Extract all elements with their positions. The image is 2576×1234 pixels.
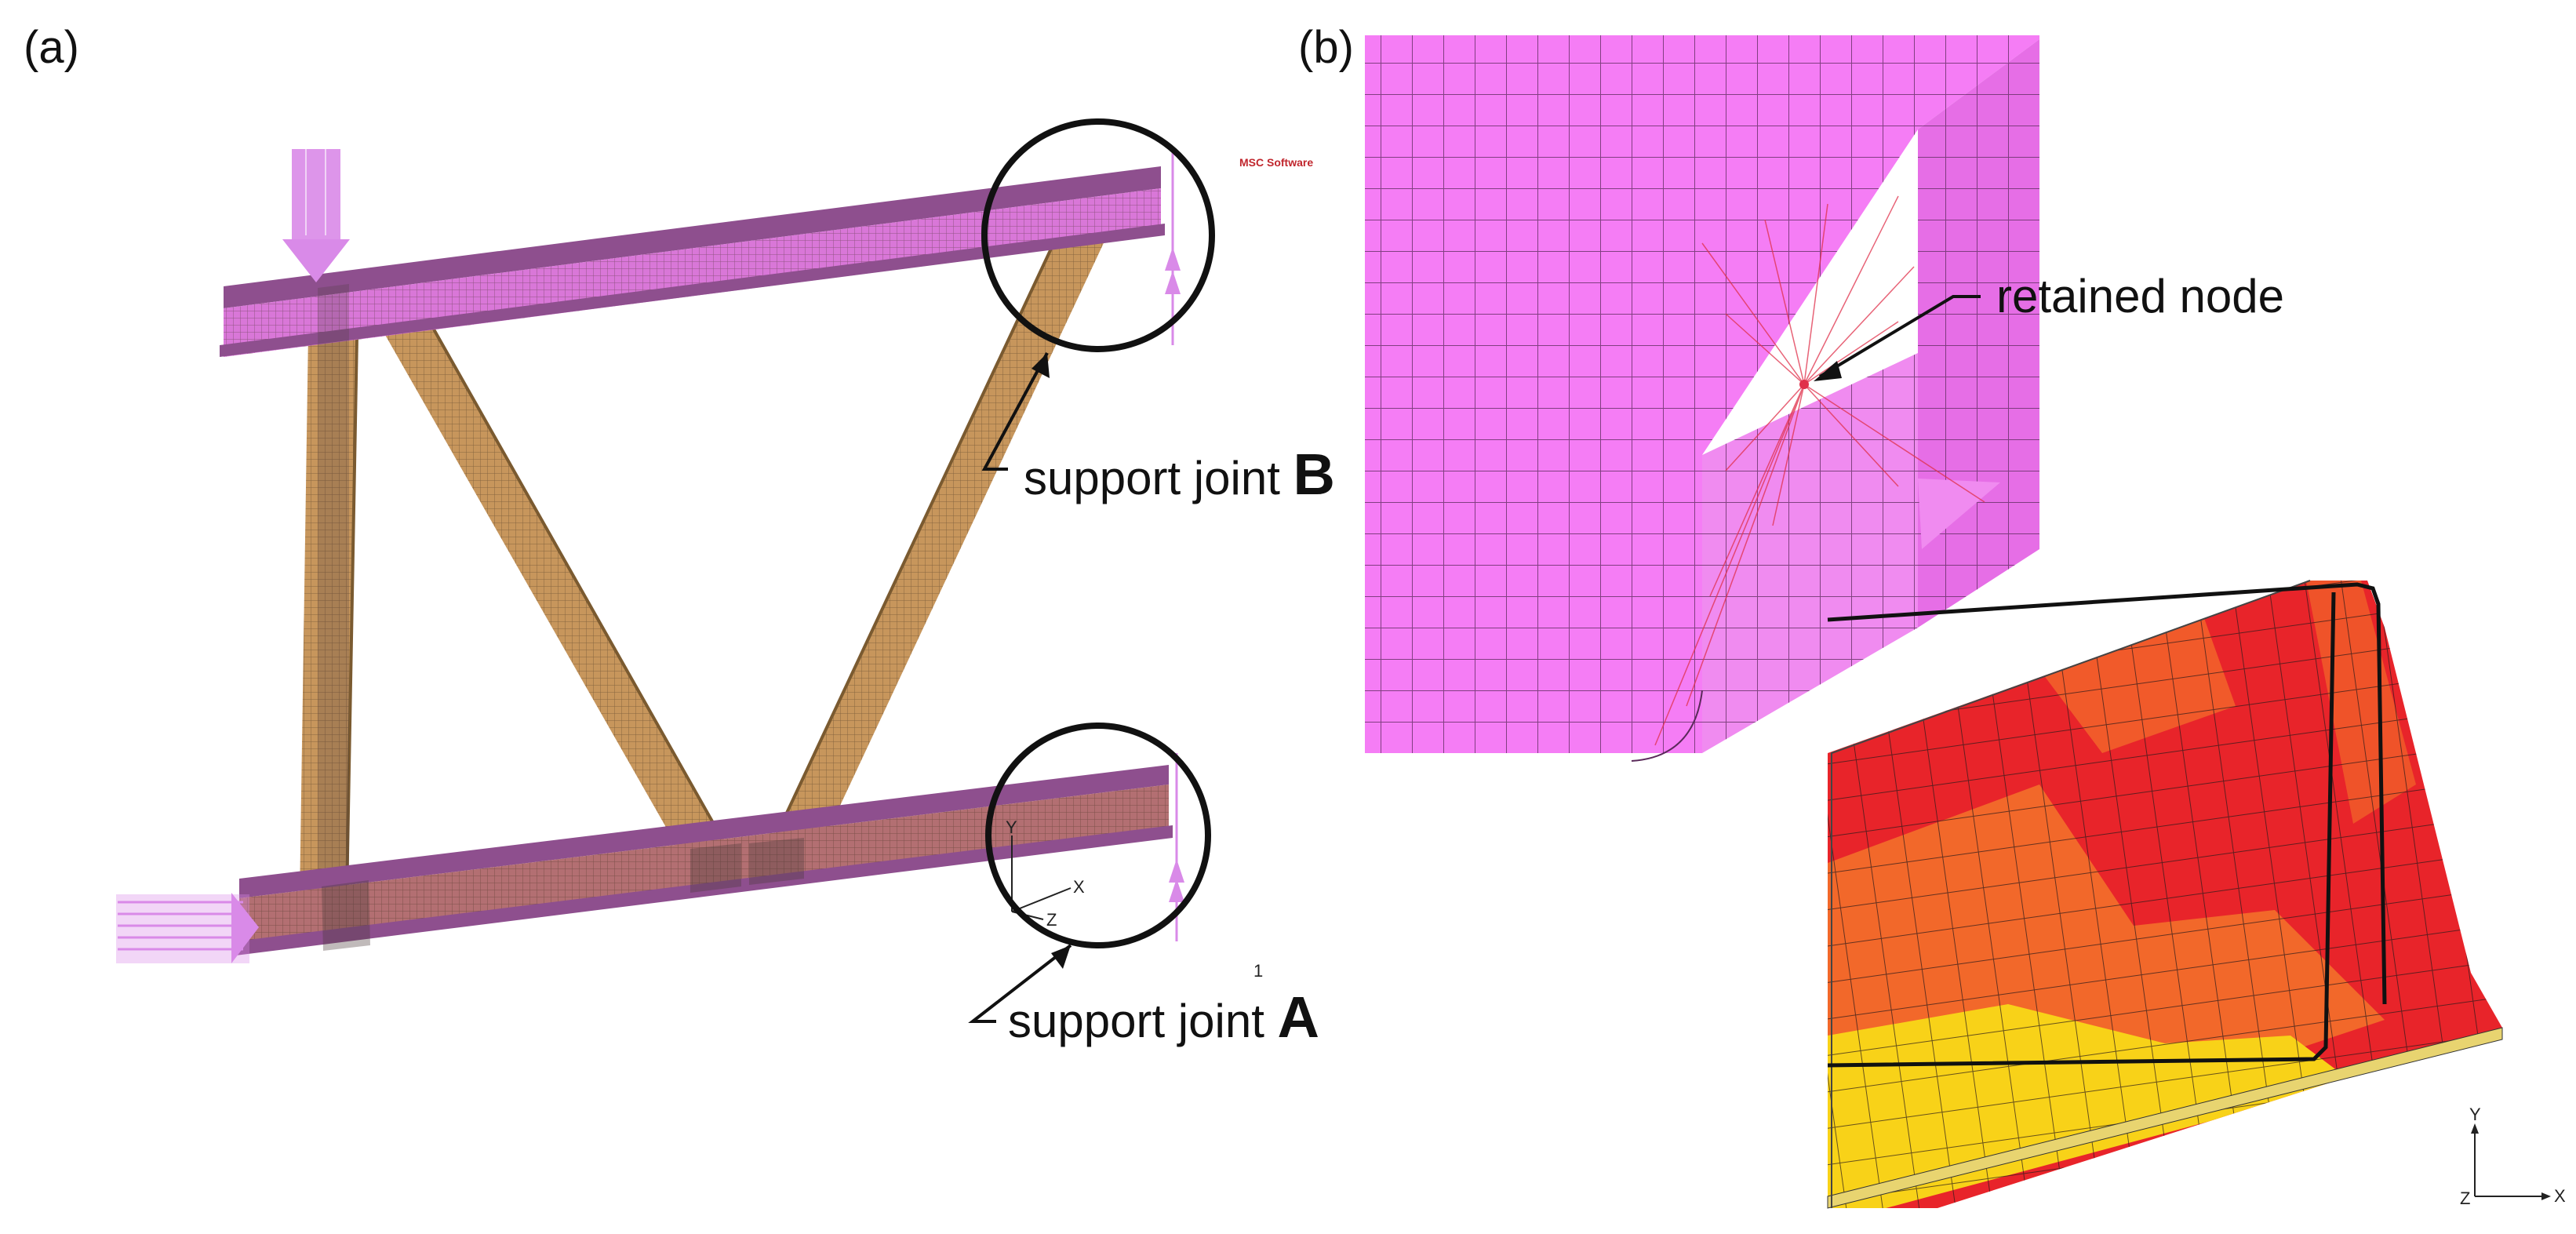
axis-y-label-b: Y: [2469, 1105, 2481, 1124]
load-arrows-horizontal: [116, 893, 259, 963]
leader-support-joint-a: [968, 944, 1072, 1023]
retained-node-point: [1799, 380, 1809, 389]
axis-z-label-a: Z: [1046, 910, 1057, 930]
panel-a-label: (a): [24, 22, 79, 73]
circle-support-joint-a: [985, 723, 1211, 948]
support-arrow-b: [1165, 149, 1181, 345]
panel-b: (b): [1298, 22, 2566, 1209]
svg-text:MSC Software: MSC Software: [1239, 156, 1313, 169]
load-arrow-vertical: [282, 149, 350, 282]
axis-x-label-a: X: [1073, 877, 1085, 897]
small-mark: 1: [1253, 961, 1263, 981]
panel-b-label: (b): [1298, 22, 1354, 73]
software-logo: MSC Software: [1239, 156, 1313, 169]
axis-y-label-a: Y: [1006, 817, 1017, 837]
undeformed-outline: [1827, 582, 2387, 1068]
axis-triad-b: X Y Z: [2460, 1105, 2566, 1208]
leader-support-joint-b: [981, 352, 1050, 471]
circle-support-joint-b: [981, 118, 1215, 352]
diagonal-brace-left: [369, 304, 751, 890]
lower-chord-beam: [235, 765, 1173, 956]
callout-retained-node: retained node: [1996, 270, 2284, 322]
panel-a: (a): [24, 22, 1335, 1050]
retained-node-rigid-links: [1654, 195, 1985, 746]
callout-support-joint-b: support joint B: [1024, 442, 1335, 507]
diagonal-brace-right: [751, 221, 1114, 886]
axis-z-label-b: Z: [2460, 1188, 2470, 1208]
upper-chord-beam: [220, 166, 1165, 894]
pink-mesh-channel: [1365, 35, 2039, 762]
leader-retained-node: [1814, 295, 1981, 381]
contour-plot: [1827, 580, 2503, 1209]
vertical-post: [300, 333, 358, 899]
callout-support-joint-a: support joint A: [1008, 985, 1319, 1050]
axis-x-label-b: X: [2554, 1186, 2566, 1206]
